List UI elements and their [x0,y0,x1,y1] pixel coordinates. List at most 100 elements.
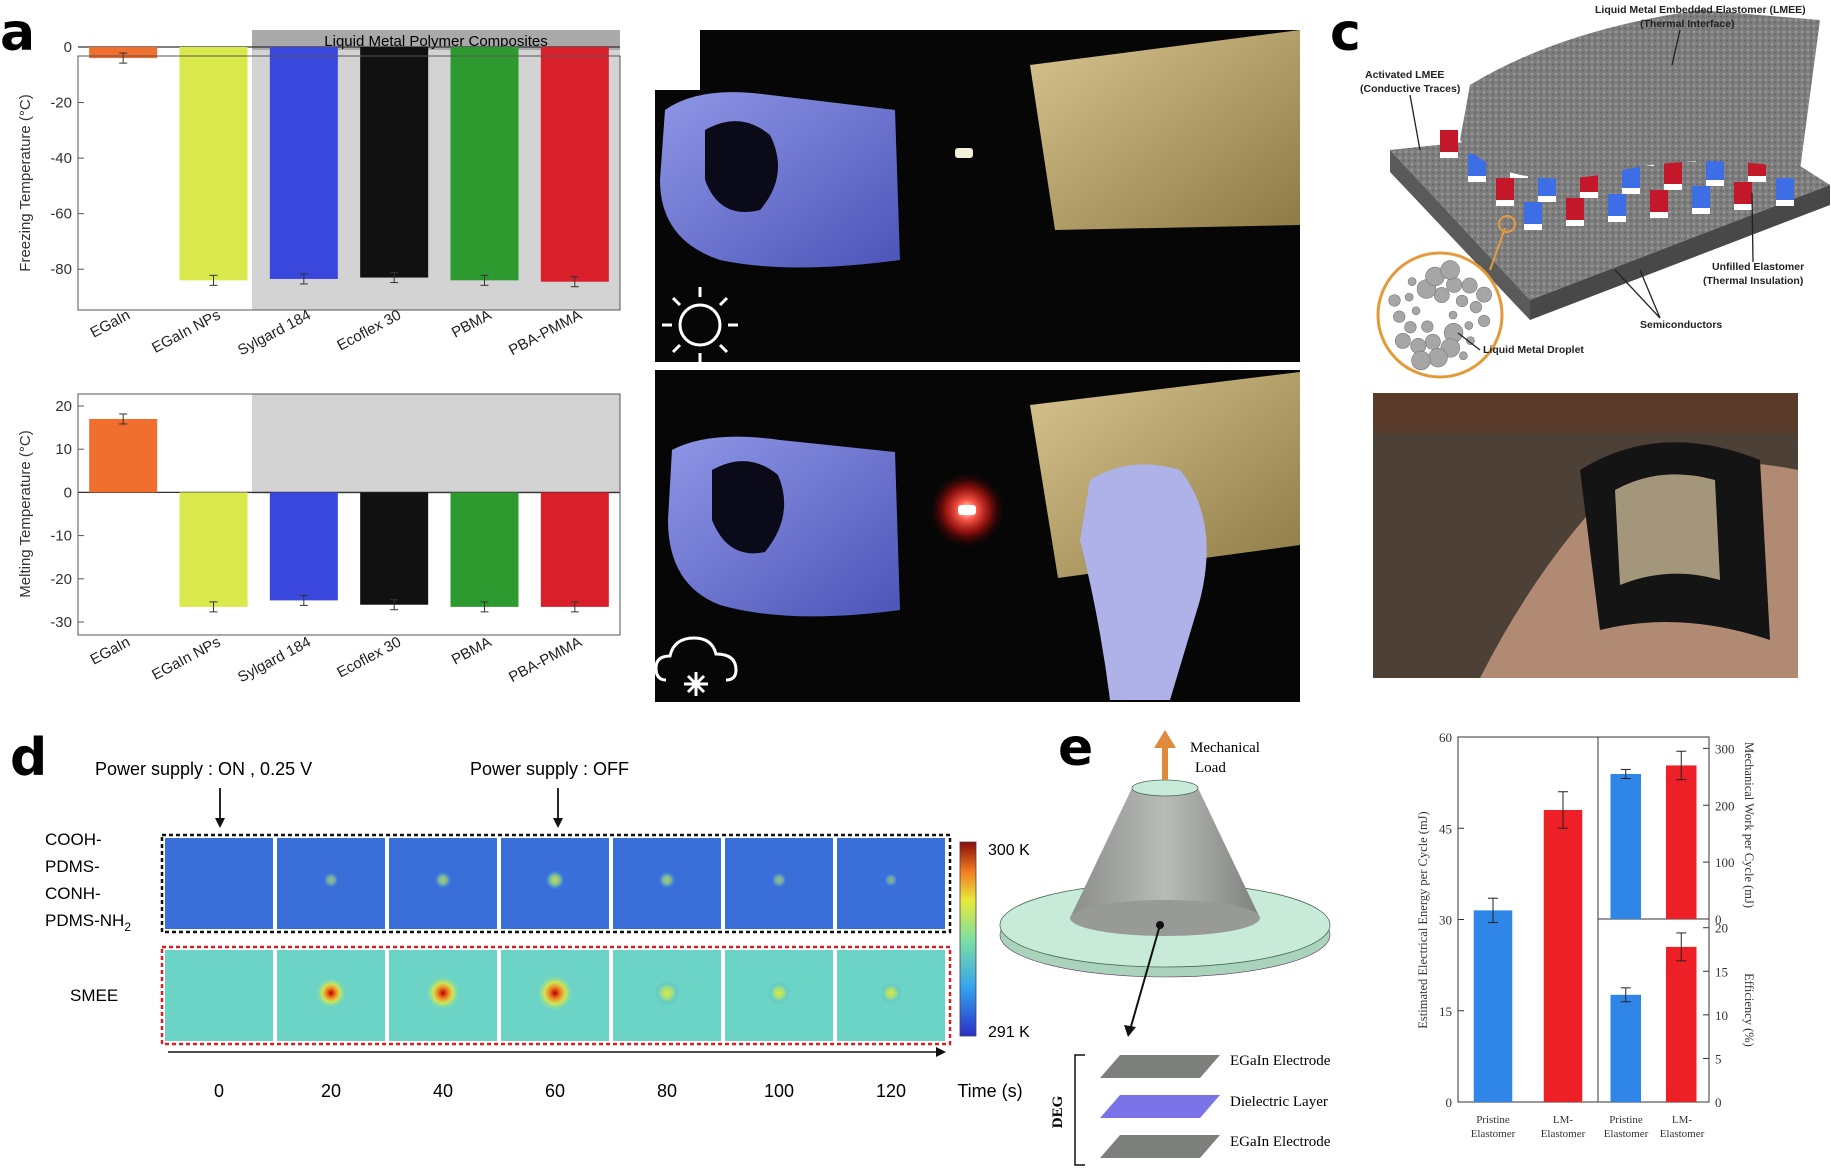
time-label: 0 [214,1081,224,1101]
category-label: Elastomer [1604,1128,1649,1140]
c-label-insulation: (Thermal Insulation) [1703,275,1803,287]
droplet [1388,294,1401,307]
time-unit: Time (s) [957,1081,1022,1101]
semiconductor-cube [1440,130,1458,152]
bar-0 [89,418,158,493]
conductive-trace [1706,180,1724,186]
y-tick-label: 10 [1715,1008,1728,1023]
x-tick-label: Sylgard 184 [235,307,314,360]
droplet [1404,321,1417,334]
deg-schematic: Mechanical Load DEG EGaIn Electrode Diel… [999,730,1331,1166]
droplet [1424,333,1441,350]
x-tick-label: PBMA [449,634,495,669]
droplet [1411,350,1431,371]
svg-text:COOH-: COOH- [45,830,102,849]
mech-load-2: Load [1195,760,1226,776]
droplet [1421,320,1434,333]
y-tick-label: 0 [1715,1095,1722,1110]
droplet [1466,336,1475,345]
droplet [1428,347,1448,368]
conductive-trace [1468,176,1486,182]
y-tick-label: 200 [1715,798,1735,813]
semiconductor-cube [1692,186,1710,208]
wristband-photo [1373,393,1798,678]
droplet [1407,277,1417,286]
c-label-semis: Semiconductors [1640,319,1722,331]
sun-icon [662,287,738,363]
bar-3 [360,492,429,605]
semiconductor-cube [1734,182,1752,204]
layer-label-2: Dielectric Layer [1230,1094,1328,1110]
conductive-trace [1538,196,1556,202]
hotspot-row2 [767,981,791,1005]
bar-4 [450,492,519,607]
c-label-lmee: Liquid Metal Embedded Elastomer (LMEE) [1595,4,1806,16]
conductive-trace [1608,216,1626,222]
hotspot-row2 [426,976,460,1010]
semiconductor-cube [1706,158,1724,180]
droplet [1477,314,1491,328]
x-tick-label: EGaIn [88,634,134,669]
droplet [1469,301,1482,314]
bar-1 [179,492,248,607]
melting-ylabel: Melting Temperature (°C) [17,430,34,597]
mech-load-1: Mechanical [1190,740,1260,756]
c-label-droplet: Liquid Metal Droplet [1483,344,1584,356]
glove-shadow-bottom [712,461,785,554]
composites-banner: Liquid Metal Polymer Composites [324,33,547,50]
bar-1 [179,47,248,281]
e-bar-1 [1543,810,1583,1102]
hotspot-row2 [654,980,680,1006]
bar-4 [450,47,519,281]
deg-cone [1070,788,1260,918]
hotspot-row2 [316,978,346,1008]
y-tick-label: 5 [1715,1051,1722,1066]
droplet [1455,294,1469,308]
thermal-frames [165,838,945,1041]
base-slab-left [1390,150,1530,320]
y-tick-label: 15 [1715,964,1728,979]
lmee-schematic: Liquid Metal Embedded Elastomer (LMEE) (… [1360,4,1830,379]
y-tick-label: -10 [50,528,72,545]
droplet [1461,277,1478,294]
composites-shade-bottom [252,394,620,494]
category-label: LM- [1672,1114,1693,1126]
droplet [1411,306,1421,316]
hotspot-row1 [434,871,452,889]
y-tick-label: 300 [1715,741,1735,756]
y-tick-label: 10 [55,441,72,458]
photo-b-bottom [654,370,1300,702]
led-on [958,505,976,515]
conductive-trace [1622,188,1640,194]
c-label-traces: (Conductive Traces) [1360,83,1460,95]
svg-text:PDMS-NH2: PDMS-NH2 [45,911,131,934]
y-tick-label: 30 [1439,913,1452,928]
semiconductor-cube [1524,202,1542,224]
time-label: 60 [545,1081,565,1101]
droplet [1448,310,1458,320]
lmee-top-sheet [1460,10,1820,179]
category-label: Pristine [1476,1114,1510,1126]
time-label: 100 [764,1081,794,1101]
semiconductor-cube [1650,190,1668,212]
lmee-block-top [1030,30,1300,230]
e-bar-1 [1665,946,1697,1102]
snow-cloud-icon [654,636,738,696]
semiconductor-cube [1608,194,1626,216]
y-tick-label: 0 [1446,1095,1453,1110]
y-tick-label: 0 [64,39,72,56]
y-tick-label: 0 [64,484,72,501]
hotspot-row1 [658,871,676,889]
x-tick-label: EGaIn NPs [149,307,223,357]
pinching-hand [1080,464,1207,700]
x-tick-label: Sylgard 184 [235,634,314,687]
hotspot-row1 [545,870,565,890]
e-ylabel-work: Mechanical Work per Cycle (mJ) [1742,742,1756,908]
semiconductor-cube [1622,166,1640,188]
category-label: Pristine [1609,1114,1643,1126]
conductive-trace [1524,224,1542,230]
droplet [1440,260,1460,280]
droplet [1464,321,1474,330]
hotspot-row2 [537,975,573,1011]
hotspot-row1 [884,873,898,887]
